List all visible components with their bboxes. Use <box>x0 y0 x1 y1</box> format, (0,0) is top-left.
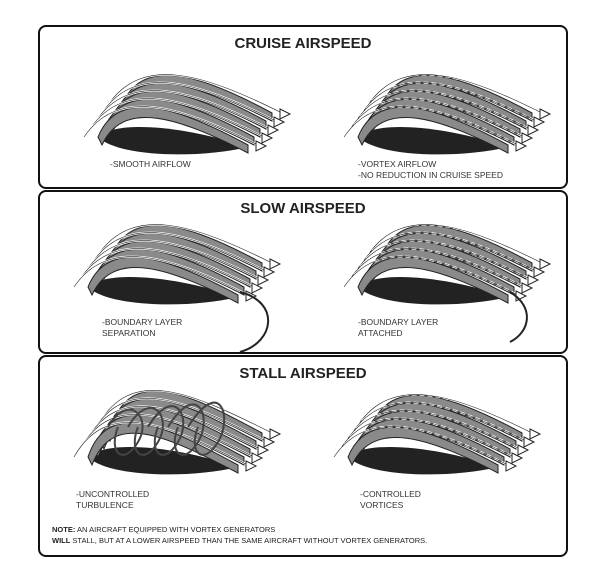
wing-strip <box>97 106 249 154</box>
streamline-outline <box>85 406 261 450</box>
flow-arrow-icon <box>533 266 546 278</box>
turbulence-swirl <box>187 401 226 456</box>
flow-arrow-icon <box>267 124 280 136</box>
flow-arrow-icon <box>511 452 524 464</box>
streamline-outline <box>367 224 543 264</box>
streamline-outline <box>343 256 519 296</box>
streamline-outline <box>349 98 525 138</box>
panel-title: CRUISE AIRSPEED <box>234 35 372 52</box>
right-caption: -VORTEX AIRFLOW-NO REDUCTION IN CRUISE S… <box>358 159 503 180</box>
flow-arrow-icon <box>527 124 540 136</box>
streamline-outline <box>343 106 519 146</box>
flow-arrow-icon <box>521 282 534 294</box>
flow-arrow-icon <box>515 140 528 152</box>
streamline-outline <box>73 256 249 296</box>
wing-lower-surface <box>88 276 238 305</box>
streamline-outline <box>91 398 267 442</box>
flow-arrow-icon <box>255 140 268 152</box>
streamline-outline <box>361 82 537 122</box>
flow-arrow-icon <box>251 282 264 294</box>
flow-arrow-icon <box>515 290 528 302</box>
wing-strip <box>357 106 509 154</box>
flow-arrow-icon <box>505 460 518 472</box>
streamline-outline <box>89 98 265 138</box>
turbulence-swirl <box>127 406 164 456</box>
flow-arrow-icon <box>527 274 540 286</box>
flow-arrow-icon <box>263 266 276 278</box>
flow-arrow-icon <box>257 444 270 456</box>
streamline-outline <box>357 394 533 434</box>
streamline-outline <box>85 240 261 280</box>
streamline-outline <box>349 248 525 288</box>
attached-flow-curve <box>509 291 528 343</box>
turbulence-swirl <box>147 405 185 456</box>
panel-title: SLOW AIRSPEED <box>240 200 366 217</box>
streamline-outline <box>367 74 543 114</box>
streamline-outline <box>107 74 283 114</box>
streamline-outline <box>95 90 271 130</box>
flow-arrow-icon <box>539 258 552 270</box>
streamline-outline <box>97 224 273 264</box>
wing-strip <box>87 256 239 304</box>
wing-lower-surface <box>358 276 508 305</box>
flow-arrow-icon <box>245 460 258 472</box>
streamline-outline <box>351 402 527 442</box>
streamline-outline <box>83 106 259 146</box>
flow-arrow-icon <box>269 428 282 440</box>
streamline-outline <box>79 248 255 288</box>
left-caption: -SMOOTH AIRFLOW <box>110 159 191 169</box>
streamline-outline <box>97 390 273 434</box>
turbulence-swirl <box>167 403 205 456</box>
wing-strip <box>347 426 499 474</box>
streamline-outline <box>361 232 537 272</box>
flow-arrow-icon <box>523 436 536 448</box>
panel-title: STALL AIRSPEED <box>239 365 367 382</box>
separated-flow-curve <box>239 291 270 352</box>
streamline-outline <box>355 90 531 130</box>
cruise-panel: CRUISE AIRSPEED -SMOOTH AIRFLOW -VORTEX … <box>38 25 568 189</box>
slow-wings-illustration <box>73 223 552 352</box>
note-text: NOTE: AN AIRCRAFT EQUIPPED WITH VORTEX G… <box>52 525 428 545</box>
streamline-outline <box>73 422 249 466</box>
stall-wings-illustration <box>73 389 542 475</box>
flow-arrow-icon <box>517 444 530 456</box>
flow-arrow-icon <box>251 452 264 464</box>
flow-arrow-icon <box>261 132 274 144</box>
streamline-outline <box>345 410 521 450</box>
streamline-outline <box>355 240 531 280</box>
streamline-outline <box>79 414 255 458</box>
streamline-outline <box>91 232 267 272</box>
wing-lower-surface <box>348 446 498 475</box>
wing-lower-surface <box>358 126 508 155</box>
wing-lower-surface <box>98 126 248 155</box>
streamline-outline <box>101 82 277 122</box>
flow-arrow-icon <box>539 108 552 120</box>
flow-arrow-icon <box>269 258 282 270</box>
streamline-outline <box>333 426 509 466</box>
flow-arrow-icon <box>521 132 534 144</box>
flow-arrow-icon <box>533 116 546 128</box>
wing-strip <box>357 256 509 304</box>
flow-arrow-icon <box>279 108 292 120</box>
flow-arrow-icon <box>263 436 276 448</box>
cruise-wings-illustration <box>83 73 552 155</box>
flow-arrow-icon <box>529 428 542 440</box>
turbulence-swirl <box>107 408 144 456</box>
flow-arrow-icon <box>257 274 270 286</box>
flow-arrow-icon <box>273 116 286 128</box>
streamline-outline <box>339 418 515 458</box>
